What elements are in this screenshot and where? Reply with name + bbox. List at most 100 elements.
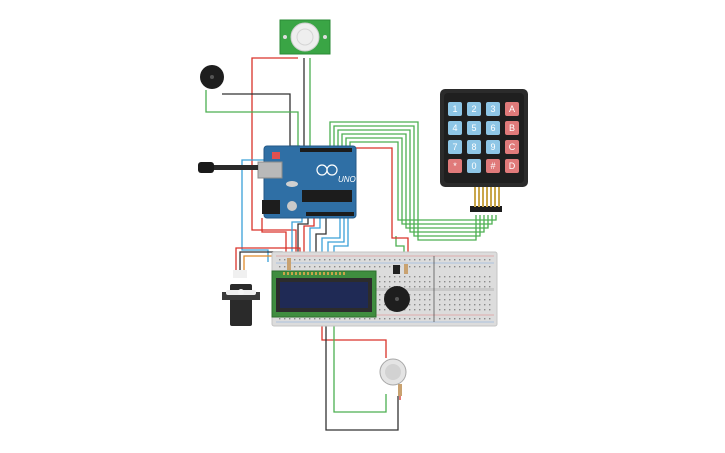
breadboard-hole: [479, 294, 481, 296]
arduino-chip: [302, 190, 352, 202]
keypad-key[interactable]: [486, 102, 500, 116]
breadboard-hole: [489, 294, 491, 296]
usb-wire-blue: [241, 159, 276, 262]
keypad-key[interactable]: [448, 159, 462, 173]
breadboard-hole: [394, 318, 396, 320]
breadboard-hole: [279, 318, 281, 320]
keypad-key-label: 1: [452, 104, 457, 114]
arduino-crystal: [286, 181, 298, 187]
arduino-header-bottom: [306, 212, 354, 216]
breadboard-hole: [484, 259, 486, 261]
breadboard-hole: [314, 318, 316, 320]
breadboard-hole: [424, 286, 426, 288]
breadboard-hole: [479, 259, 481, 261]
breadboard-hole: [444, 299, 446, 301]
keypad-key[interactable]: [486, 159, 500, 173]
pir-screw-left: [283, 35, 287, 39]
breadboard-hole: [479, 318, 481, 320]
lcd-pin: [335, 272, 337, 275]
breadboard-hole: [279, 259, 281, 261]
breadboard-hole: [459, 266, 461, 268]
gas-sensor: [379, 358, 407, 386]
breadboard-hole: [399, 281, 401, 283]
breadboard-hole: [449, 318, 451, 320]
breadboard-hole: [409, 286, 411, 288]
gas-wire-black: [325, 318, 399, 431]
keypad-key-label: 3: [490, 104, 495, 114]
keypad-key[interactable]: [448, 140, 462, 154]
breadboard-hole: [459, 281, 461, 283]
breadboard-hole: [424, 299, 426, 301]
breadboard-hole: [424, 276, 426, 278]
breadboard-hole: [294, 259, 296, 261]
breadboard-hole: [389, 266, 391, 268]
breadboard-hole: [474, 259, 476, 261]
breadboard-hole: [474, 318, 476, 320]
breadboard-hole: [444, 309, 446, 311]
breadboard-hole: [394, 276, 396, 278]
breadboard-hole: [379, 318, 381, 320]
breadboard-hole: [449, 266, 451, 268]
breadboard-hole: [474, 309, 476, 311]
breadboard-hole: [409, 259, 411, 261]
keypad-key[interactable]: [505, 159, 519, 173]
breadboard-hole: [429, 299, 431, 301]
breadboard-hole: [439, 299, 441, 301]
breadboard-hole: [379, 276, 381, 278]
arduino-uno: UNO: [257, 145, 357, 219]
breadboard-hole: [309, 266, 311, 268]
arduino-reset-button[interactable]: [272, 152, 280, 159]
breadboard-hole: [429, 304, 431, 306]
keypad-key[interactable]: [448, 121, 462, 135]
breadboard-hole: [419, 318, 421, 320]
breadboard-hole: [409, 309, 411, 311]
lcd-header-pins: [283, 272, 345, 275]
keypad-key[interactable]: [505, 102, 519, 116]
breadboard-hole: [474, 294, 476, 296]
keypad-key[interactable]: [505, 121, 519, 135]
breadboard-hole: [474, 286, 476, 288]
lcd-pin: [283, 272, 285, 275]
keypad-key[interactable]: [467, 121, 481, 135]
breadboard-hole: [414, 276, 416, 278]
breadboard-hole: [444, 304, 446, 306]
usb-plug: [198, 162, 214, 173]
breadboard-hole: [489, 309, 491, 311]
keypad-key[interactable]: [505, 140, 519, 154]
breadboard-hole: [429, 259, 431, 261]
keypad-inner: [444, 93, 524, 183]
breadboard-hole: [489, 304, 491, 306]
breadboard-hole: [364, 266, 366, 268]
breadboard-hole: [454, 266, 456, 268]
breadboard-hole: [449, 276, 451, 278]
keypad-key[interactable]: [467, 159, 481, 173]
lcd-bundle-wires: [291, 216, 349, 268]
keypad-key-label: 0: [471, 161, 476, 171]
breadboard-hole: [424, 266, 426, 268]
breadboard-hole: [304, 259, 306, 261]
breadboard-hole: [379, 309, 381, 311]
breadboard-hole: [464, 304, 466, 306]
breadboard-hole: [454, 286, 456, 288]
breadboard-hole: [484, 286, 486, 288]
breadboard-hole: [449, 259, 451, 261]
breadboard-hole: [439, 286, 441, 288]
breadboard-hole: [429, 294, 431, 296]
keypad-key[interactable]: [467, 102, 481, 116]
breadboard-hole: [404, 276, 406, 278]
breadboard-hole: [379, 299, 381, 301]
breadboard-hole: [379, 281, 381, 283]
keypad-key[interactable]: [467, 140, 481, 154]
keypad-key[interactable]: [486, 140, 500, 154]
breadboard-hole: [489, 276, 491, 278]
keypad-key[interactable]: [448, 102, 462, 116]
breadboard-hole: [324, 266, 326, 268]
keypad-key-label: D: [509, 161, 516, 171]
lcd-pin: [339, 272, 341, 275]
breadboard-hole: [424, 318, 426, 320]
keypad-key[interactable]: [486, 121, 500, 135]
breadboard-hole: [414, 259, 416, 261]
breadboard-hole: [429, 276, 431, 278]
breadboard-hole: [299, 259, 301, 261]
